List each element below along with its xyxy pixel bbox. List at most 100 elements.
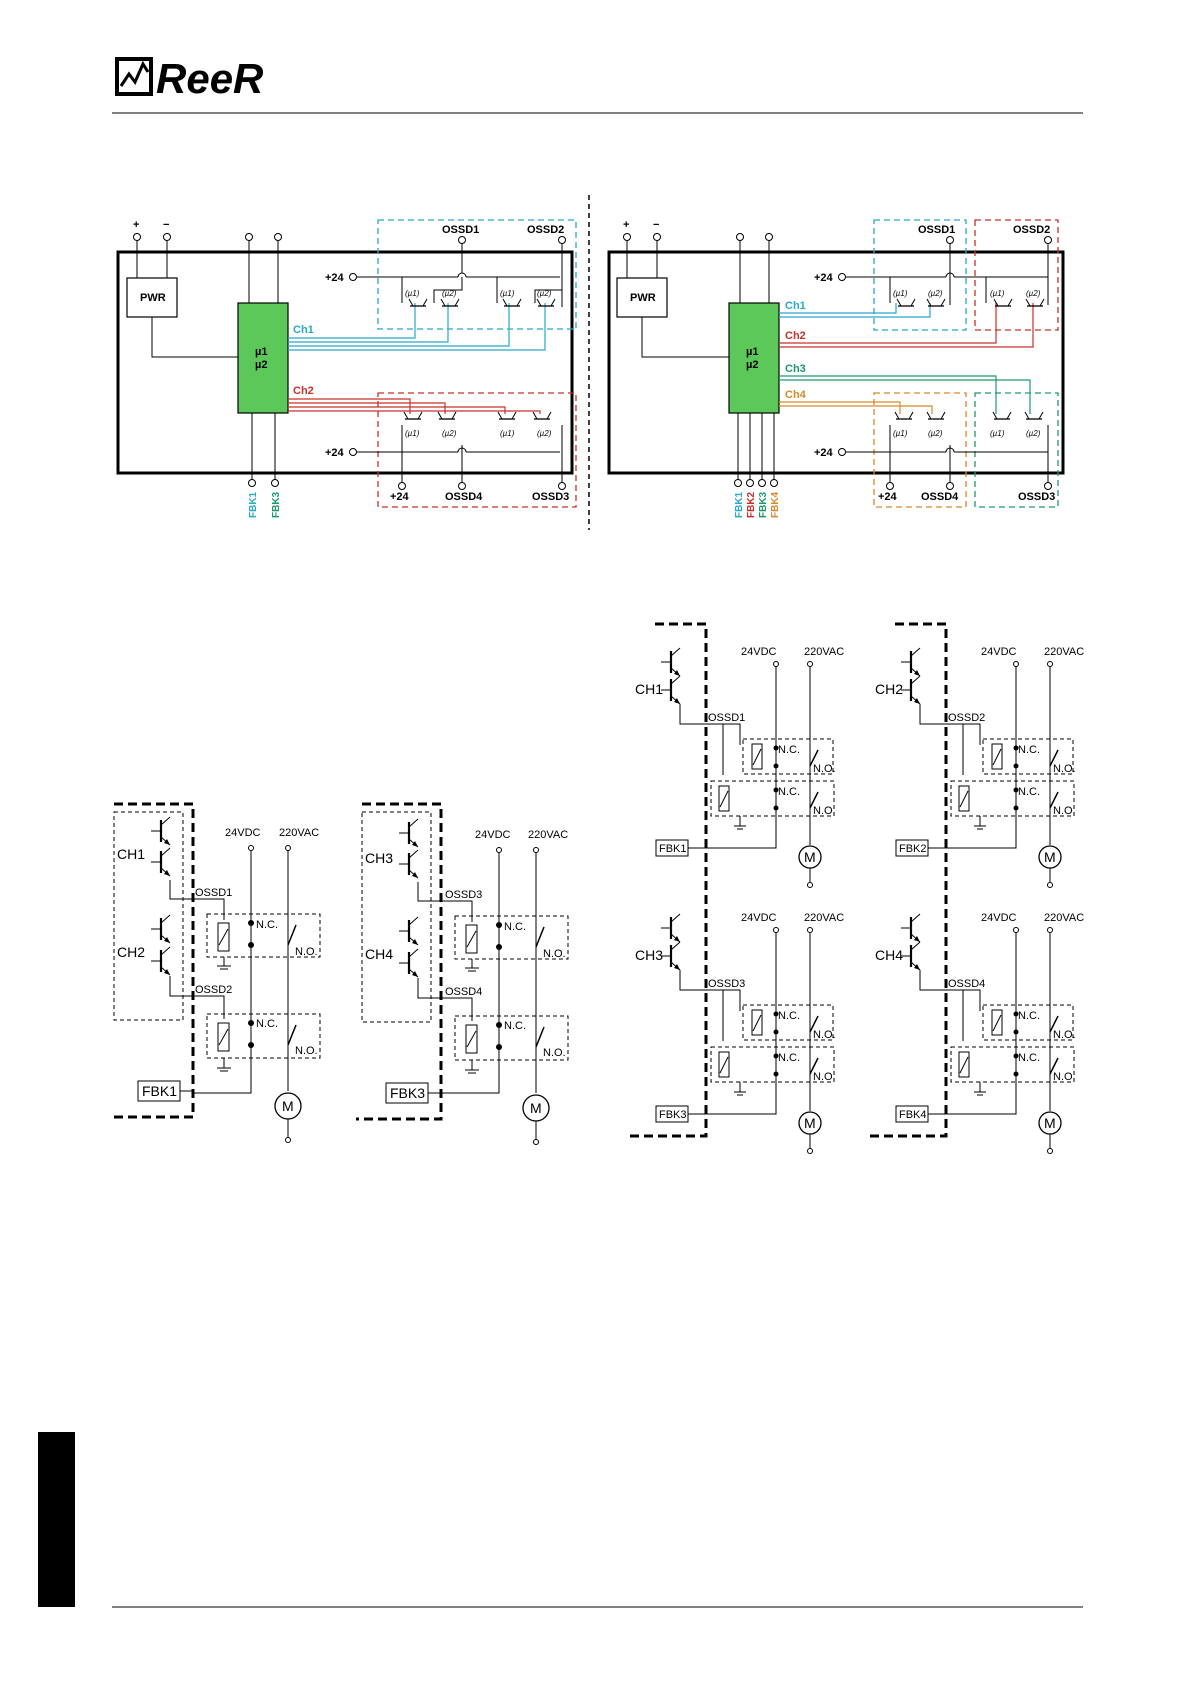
svg-text:24VDC: 24VDC [475,829,511,841]
schematic-ch2: CH2 OSSD2 24VDC 220VAC N.C. N.O. N.C. N.… [865,622,1084,1138]
svg-text:OSSD2: OSSD2 [948,712,985,724]
svg-text:N.O.: N.O. [813,805,836,817]
svg-text:(µ2): (µ2) [537,289,552,298]
svg-text:FBK2: FBK2 [746,491,757,518]
svg-text:+24: +24 [878,491,898,503]
svg-text:OSSD1: OSSD1 [708,712,745,724]
svg-text:OSSD3: OSSD3 [1018,491,1055,503]
svg-text:(µ2): (µ2) [537,429,552,438]
svg-text:CH3: CH3 [365,850,393,866]
svg-text:CH3: CH3 [635,947,663,963]
svg-text:24VDC: 24VDC [981,912,1017,924]
svg-text:N.O.: N.O. [1053,1029,1076,1041]
svg-text:N.O.: N.O. [295,1045,318,1057]
svg-text:FBK1: FBK1 [659,843,687,855]
svg-text:N.C.: N.C. [778,1010,800,1022]
svg-text:OSSD4: OSSD4 [445,986,482,998]
svg-text:N.O.: N.O. [813,763,836,775]
svg-text:N.C.: N.C. [504,1020,526,1032]
svg-text:(µ2): (µ2) [442,289,457,298]
svg-text:(µ1): (µ1) [405,429,420,438]
svg-text:220VAC: 220VAC [528,829,568,841]
svg-text:µ2: µ2 [746,359,758,371]
svg-text:N.C.: N.C. [1018,744,1040,756]
svg-text:+24: +24 [325,447,345,459]
svg-text:N.O.: N.O. [813,1071,836,1083]
svg-text:M: M [1044,849,1056,865]
svg-text:FBK3: FBK3 [758,491,769,518]
svg-text:PWR: PWR [630,292,656,304]
svg-text:M: M [804,849,816,865]
svg-text:N.C.: N.C. [256,1018,278,1030]
schematic-ch1-ch2: CH1 CH2 OSSD1 OSSD2 24VDC 220VAC N.C. N.… [113,802,321,1143]
svg-text:CH1: CH1 [117,846,145,862]
svg-text:+24: +24 [390,491,410,503]
svg-text:N.O.: N.O. [1053,763,1076,775]
svg-text:FBK4: FBK4 [899,1109,927,1121]
svg-text:220VAC: 220VAC [804,912,844,924]
svg-text:µ1: µ1 [746,346,758,358]
svg-text:FBK4: FBK4 [770,491,781,518]
svg-text:−: − [653,219,659,231]
svg-text:OSSD3: OSSD3 [532,491,569,503]
svg-text:M: M [1044,1115,1056,1131]
svg-text:OSSD3: OSSD3 [708,978,745,990]
svg-text:FBK3: FBK3 [390,1085,425,1101]
svg-text:(µ2): (µ2) [928,429,943,438]
fbk3-label: FBK3 [271,491,282,518]
svg-text:CH2: CH2 [875,681,903,697]
svg-text:(µ2): (µ2) [928,289,943,298]
svg-text:(µ1): (µ1) [893,429,908,438]
svg-text:OSSD1: OSSD1 [442,224,479,236]
svg-text:+: + [623,219,629,231]
svg-text:+24: +24 [325,272,345,284]
logo-text: ReeR [156,55,264,102]
side-tab-marker [38,1432,75,1607]
wiring-diagram-right: + − PWR µ1 µ2 FBK1 FBK2 FBK3 FBK4 Ch1 Ch… [607,219,1065,518]
svg-text:CH4: CH4 [365,946,393,962]
svg-text:24VDC: 24VDC [741,912,777,924]
svg-text:Ch4: Ch4 [785,389,807,401]
svg-text:220VAC: 220VAC [804,646,844,658]
svg-text:N.C.: N.C. [1018,786,1040,798]
svg-text:Ch3: Ch3 [785,363,806,375]
svg-text:FBK1: FBK1 [142,1083,177,1099]
svg-text:FBK1: FBK1 [734,491,745,518]
svg-text:(µ2): (µ2) [442,429,457,438]
svg-text:(µ1): (µ1) [500,289,515,298]
svg-text:M: M [530,1100,542,1116]
svg-text:24VDC: 24VDC [225,827,261,839]
svg-text:CH4: CH4 [875,947,903,963]
svg-text:OSSD2: OSSD2 [527,224,564,236]
svg-text:OSSD1: OSSD1 [195,887,232,899]
svg-text:OSSD4: OSSD4 [921,491,959,503]
svg-text:(µ2): (µ2) [1026,429,1041,438]
processor-block [237,302,289,414]
svg-text:N.O.: N.O. [813,1029,836,1041]
svg-text:M: M [804,1115,816,1131]
svg-text:N.O.: N.O. [543,948,566,960]
svg-text:µ1: µ1 [255,346,267,358]
svg-text:N.O.: N.O. [543,1047,566,1059]
svg-text:CH2: CH2 [117,944,145,960]
pwr-block [126,277,178,318]
svg-text:CH1: CH1 [635,681,663,697]
svg-text:Ch2: Ch2 [785,330,806,342]
svg-text:N.O.: N.O. [1053,1071,1076,1083]
svg-text:(µ1): (µ1) [990,429,1005,438]
svg-text:N.O.: N.O. [295,946,318,958]
svg-text:OSSD3: OSSD3 [445,889,482,901]
svg-text:(µ1): (µ1) [500,429,515,438]
svg-text:220VAC: 220VAC [1044,646,1084,658]
reer-logo: ReeR [115,55,264,102]
svg-text:N.C.: N.C. [1018,1010,1040,1022]
svg-text:N.C.: N.C. [1018,1052,1040,1064]
schematic-ch1: CH1 OSSD1 24VDC 220VAC N.C. N.O. N.C. N.… [625,622,844,1138]
pwr-block-right [616,277,668,318]
svg-text:(µ1): (µ1) [990,289,1005,298]
svg-text:N.C.: N.C. [504,921,526,933]
svg-text:24VDC: 24VDC [981,646,1017,658]
svg-text:+24: +24 [814,272,834,284]
schematic-ch3: CH3 OSSD3 24VDC 220VAC N.C. N.O. N.C. N.… [635,912,844,1154]
schematic-ch3-ch4: CH3 CH4 OSSD3 OSSD4 24VDC 220VAC N.C. N.… [356,802,569,1145]
